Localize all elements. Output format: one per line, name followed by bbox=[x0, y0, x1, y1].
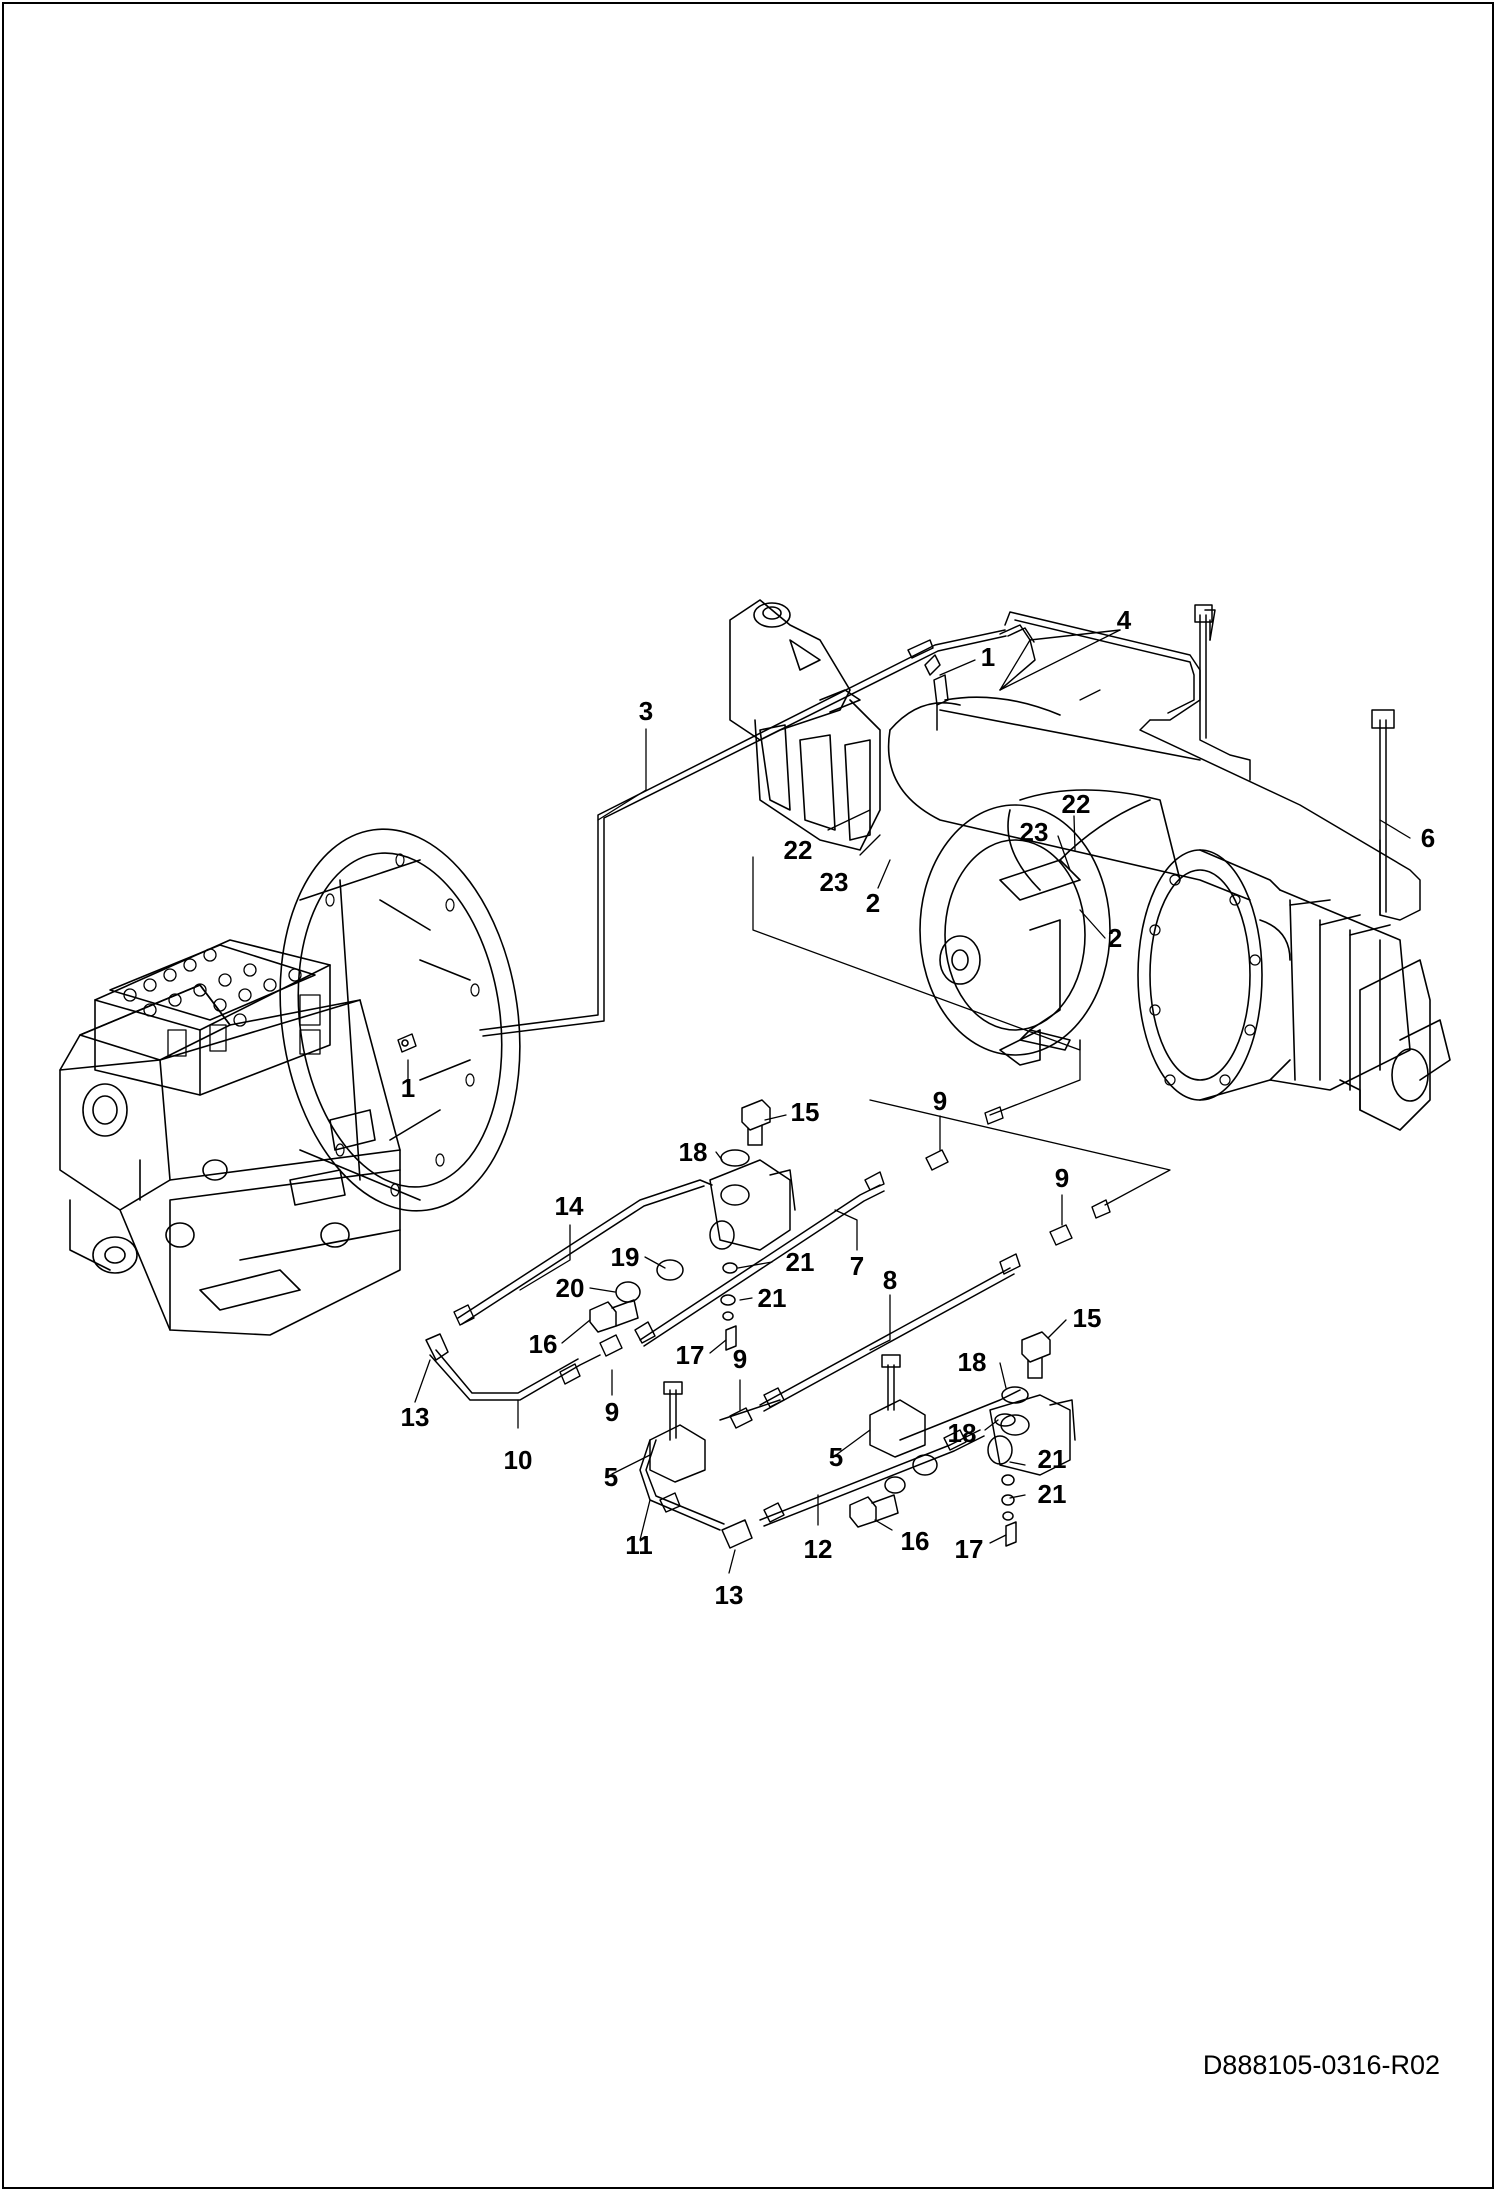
callout-20: 20 bbox=[555, 1273, 585, 1303]
callout-21-right-a: 21 bbox=[1037, 1444, 1067, 1474]
transmission-assembly bbox=[59, 828, 521, 1336]
callout-22-right: 22 bbox=[1061, 789, 1091, 819]
callout-21-right-b: 21 bbox=[1037, 1479, 1067, 1509]
axle-assembly bbox=[729, 599, 1451, 1131]
callout-18-right-b: 18 bbox=[947, 1418, 977, 1448]
callout-6: 6 bbox=[1420, 823, 1436, 853]
callout-9-left: 9 bbox=[604, 1397, 620, 1427]
callout-11: 11 bbox=[625, 1530, 653, 1560]
pipes bbox=[479, 604, 1421, 1037]
callout-18-left: 18 bbox=[678, 1137, 708, 1167]
callout-17-left: 17 bbox=[675, 1340, 705, 1370]
callout-3: 3 bbox=[638, 696, 654, 726]
document-number: D888105-0316-R02 bbox=[1202, 2050, 1440, 2080]
callout-5-left: 5 bbox=[603, 1462, 619, 1492]
callout-5-right: 5 bbox=[828, 1442, 844, 1472]
callout-13-left: 13 bbox=[400, 1402, 430, 1432]
callout-19: 19 bbox=[610, 1242, 640, 1272]
callout-9-right: 9 bbox=[1054, 1163, 1070, 1193]
callout-21-left-a: 21 bbox=[785, 1247, 815, 1277]
leader-lines bbox=[407, 629, 1411, 1574]
callout-2-right: 2 bbox=[1107, 923, 1123, 953]
callout-7: 7 bbox=[849, 1251, 865, 1281]
callout-8: 8 bbox=[882, 1265, 898, 1295]
callout-12: 12 bbox=[803, 1534, 833, 1564]
callout-15-left: 15 bbox=[790, 1097, 820, 1127]
callout-4: 4 bbox=[1116, 605, 1132, 635]
callout-2-left: 2 bbox=[865, 888, 881, 918]
callout-16-right: 16 bbox=[900, 1526, 930, 1556]
callout-9-center: 9 bbox=[732, 1344, 748, 1374]
callout-22-left: 22 bbox=[783, 835, 813, 865]
callout-10: 10 bbox=[503, 1445, 533, 1475]
callout-9-top: 9 bbox=[932, 1086, 948, 1116]
callout-17-right: 17 bbox=[954, 1534, 984, 1564]
callout-16-left: 16 bbox=[528, 1329, 558, 1359]
callout-23-left: 23 bbox=[819, 867, 849, 897]
callout-1-lower: 1 bbox=[400, 1073, 416, 1103]
callout-14: 14 bbox=[554, 1191, 584, 1221]
callout-15-right: 15 bbox=[1072, 1303, 1102, 1333]
callout-23-right: 23 bbox=[1019, 817, 1049, 847]
callout-21-left-b: 21 bbox=[757, 1283, 787, 1313]
callout-1-upper: 1 bbox=[980, 642, 996, 672]
exploded-hose-parts bbox=[425, 1099, 1111, 1549]
callout-13-bottom: 13 bbox=[714, 1580, 744, 1610]
callout-18-right-a: 18 bbox=[957, 1347, 987, 1377]
